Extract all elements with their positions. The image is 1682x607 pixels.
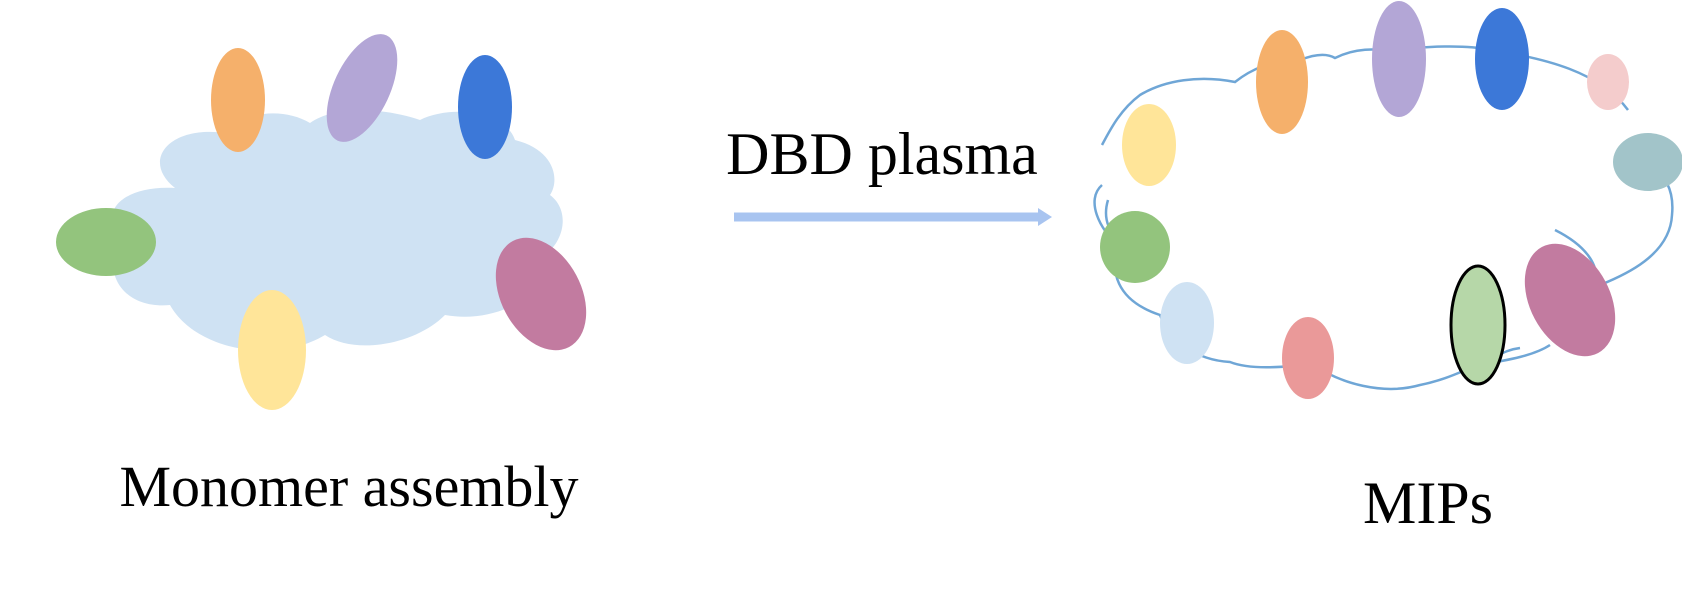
polymer-chain [1093, 45, 1674, 391]
monomer-orange [211, 48, 265, 152]
mips-label: MIPs [1363, 470, 1493, 536]
monomer-assembly-label: Monomer assembly [119, 454, 578, 519]
monomer-lavender [326, 34, 398, 142]
monomer-blue [458, 55, 512, 159]
mip-green [1100, 211, 1170, 283]
monomer-assembly [56, 34, 587, 410]
mip-magenta [1524, 243, 1616, 357]
mip-salmon [1282, 317, 1334, 399]
mip-yellow [1122, 104, 1176, 186]
mip-light-blue [1160, 282, 1214, 364]
monomer-green [56, 208, 156, 276]
reaction-arrow [734, 208, 1052, 226]
mip-light-green-outlined [1449, 264, 1507, 386]
arrow-head [1038, 208, 1052, 226]
monomer-magenta [495, 237, 587, 351]
mip-orange [1256, 30, 1308, 134]
template-cloud [112, 110, 563, 351]
mip-teal [1613, 133, 1682, 191]
monomer-yellow [238, 290, 306, 410]
mip-polymer [1093, 1, 1682, 399]
mip-blue [1475, 8, 1529, 110]
dbd-plasma-label: DBD plasma [726, 121, 1038, 187]
mip-pink [1587, 54, 1629, 110]
mip-lavender [1372, 1, 1426, 117]
